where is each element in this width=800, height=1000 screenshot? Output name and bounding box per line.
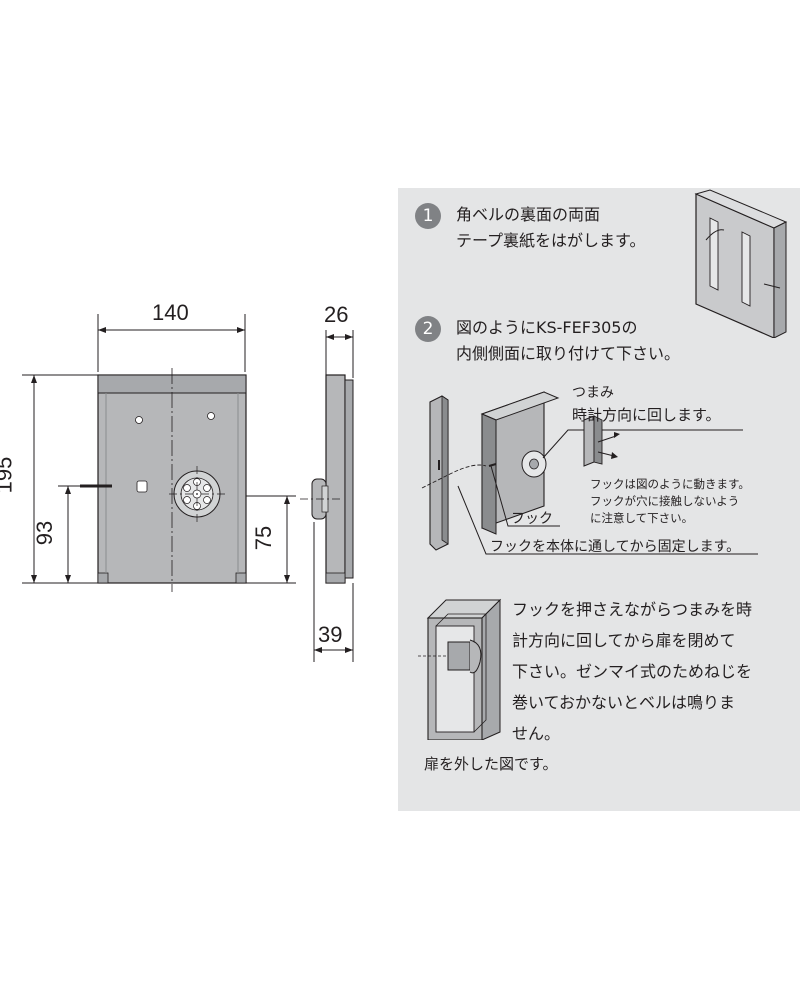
step-1-line-2: テープ裏紙をはがします。 — [456, 231, 646, 250]
tape-backing-illustration — [694, 189, 788, 338]
step-2-number: 2 — [422, 319, 434, 339]
hook-label: フック — [511, 511, 553, 527]
front-and-side-view — [22, 314, 354, 662]
instruction-line-2: 計方向に回してから扉を閉めて — [512, 631, 736, 650]
knob-label: つまみ — [572, 385, 614, 401]
step-2-line-1: 図のようにKS-FEF305の — [456, 318, 638, 337]
step-1-line-1: 角ベルの裏面の両面 — [456, 205, 601, 224]
step-1-number: 1 — [422, 206, 434, 226]
dimension-drawing: 140 26 195 93 75 39 — [0, 0, 398, 1000]
step-2-badge: 2 — [415, 316, 441, 342]
dim-button-height-label: 93 — [32, 520, 58, 546]
speaker-dial — [169, 466, 225, 522]
step-1-badge: 1 — [415, 203, 441, 229]
door-removed-illustration — [418, 598, 502, 740]
door-removed-caption: 扉を外した図です。 — [424, 755, 558, 773]
instruction-line-3: 下さい。ゼンマイ式のためねじを — [512, 662, 753, 681]
side-view — [300, 374, 354, 584]
dim-dial-height-label: 75 — [251, 525, 277, 551]
hook-note-1: フックは図のように動きます。 — [590, 477, 750, 491]
mounting-illustration — [421, 391, 758, 555]
dim-height-label: 195 — [0, 456, 17, 494]
dim-depth-top-label: 26 — [324, 302, 349, 327]
step-2-line-2: 内側側面に取り付けて下さい。 — [456, 344, 681, 363]
hook-note-3: に注意して下さい。 — [590, 511, 694, 525]
front-view — [80, 368, 247, 592]
instruction-line-4: 巻いておかないとベルは鳴りま — [512, 693, 736, 712]
dim-depth-bottom-label: 39 — [318, 622, 343, 647]
instruction-line-1: フックを押さえながらつまみを時 — [512, 600, 753, 619]
instruction-line-5: せん。 — [512, 724, 561, 743]
instruction-panel: 1 角ベルの裏面の両面 テープ裏紙をはがします。 2 図のようにKS-FEF30… — [398, 188, 800, 811]
knob-instruction: 時計方向に回します。 — [572, 406, 721, 424]
dim-width-label: 140 — [152, 300, 189, 325]
hook-fix-instruction: フックを本体に通してから固定します。 — [490, 539, 741, 555]
hook-note-2: フックが穴に接触しないよう — [590, 494, 740, 508]
